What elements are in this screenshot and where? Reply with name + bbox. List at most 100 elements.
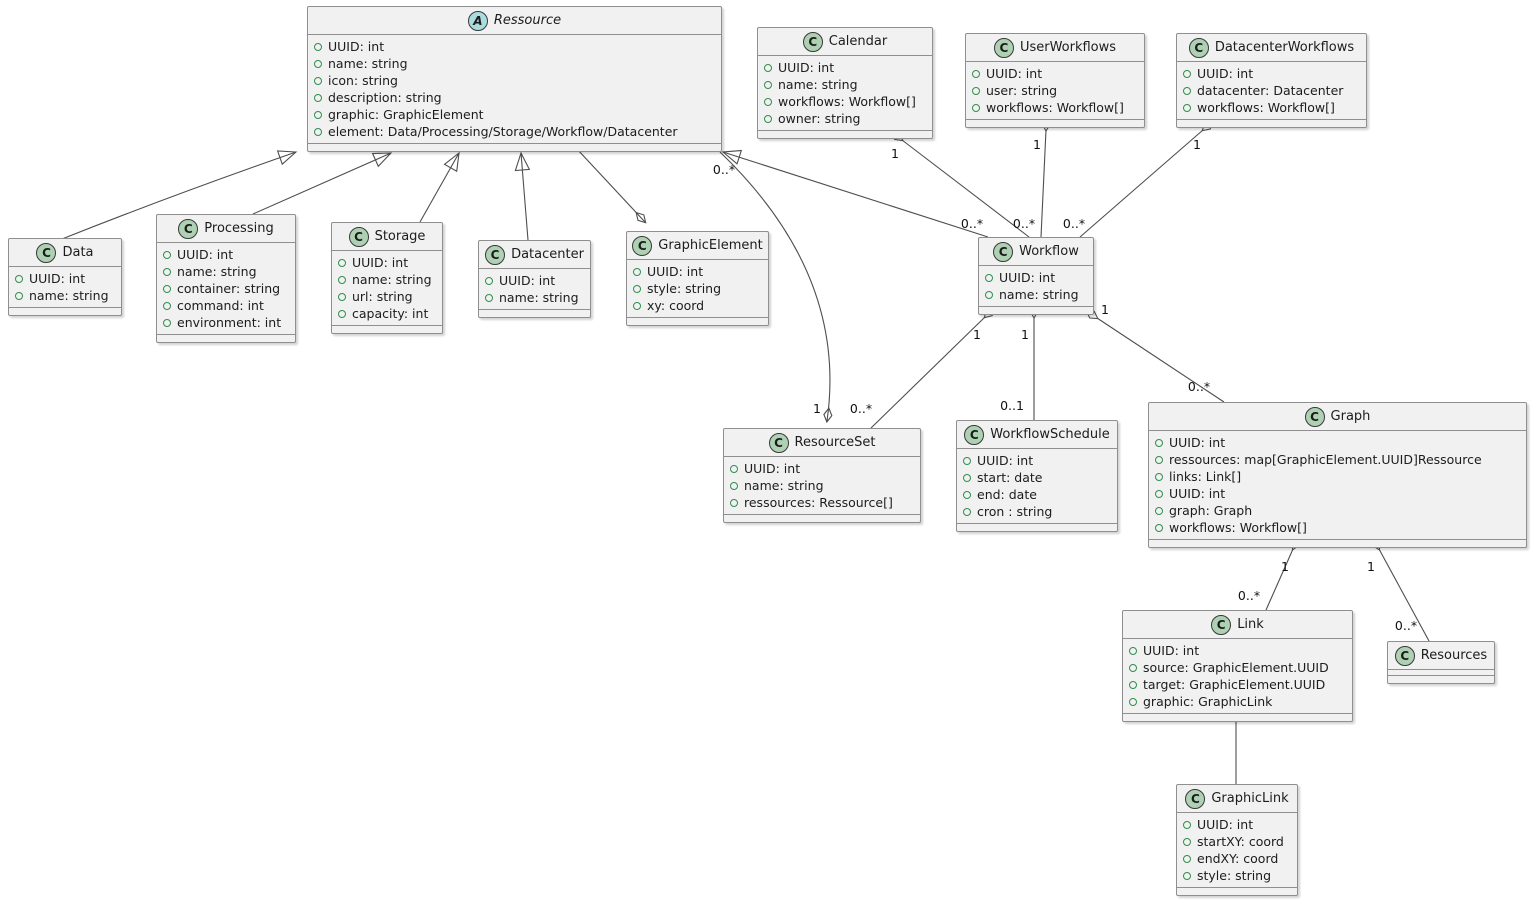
class-name: ResourceSet [794, 435, 876, 450]
class-icon: C [178, 218, 199, 239]
class-name: Graph [1330, 409, 1371, 424]
attribute-text: ressources: Ressource[] [744, 495, 893, 510]
attribute-row: datacenter: Datacenter [1177, 82, 1366, 99]
field-visibility-icon [163, 318, 171, 327]
attribute-text: url: string [352, 289, 413, 304]
methods-compartment [1388, 675, 1494, 683]
attribute-text: datacenter: Datacenter [1197, 83, 1344, 98]
class-icon: C [632, 235, 653, 256]
methods-compartment [479, 309, 590, 317]
class-name: Workflow [1019, 244, 1079, 259]
class-name: Link [1237, 617, 1264, 632]
field-visibility-icon [314, 42, 322, 51]
attribute-text: UUID: int [647, 264, 704, 279]
multiplicity-label: 0..* [713, 162, 735, 177]
attribute-text: endXY: coord [1197, 851, 1279, 866]
field-visibility-icon [985, 273, 993, 282]
field-visibility-icon [1155, 506, 1163, 515]
class-title: C Processing [157, 215, 295, 242]
field-visibility-icon [163, 267, 171, 276]
class-name: Resources [1420, 648, 1488, 663]
attribute-row: workflows: Workflow[] [1177, 99, 1366, 116]
attribute-text: graphic: GraphicLink [1143, 694, 1273, 709]
attribute-row: links: Link[] [1149, 468, 1526, 485]
field-visibility-icon [338, 275, 346, 284]
attribute-row: endXY: coord [1177, 850, 1297, 867]
field-visibility-icon [1155, 455, 1163, 464]
attribute-row: name: string [308, 55, 721, 72]
attribute-text: element: Data/Processing/Storage/Workflo… [328, 124, 678, 139]
attribute-text: owner: string [778, 111, 861, 126]
attribute-text: name: string [177, 264, 257, 279]
class-icon: C [768, 432, 789, 453]
attribute-text: name: string [352, 272, 432, 287]
attribute-row: workflows: Workflow[] [758, 93, 932, 110]
attribute-text: UUID: int [986, 66, 1043, 81]
attribute-row: user: string [966, 82, 1144, 99]
attribute-text: workflows: Workflow[] [1169, 520, 1307, 535]
multiplicity-label: 0..* [1013, 216, 1035, 231]
edge-storage-ressource [419, 151, 460, 223]
field-visibility-icon [1129, 680, 1137, 689]
multiplicity-label: 1 [1193, 137, 1201, 152]
attribute-row: command: int [157, 297, 295, 314]
methods-compartment [627, 317, 768, 325]
attribute-text: UUID: int [1197, 817, 1254, 832]
class-name: Data [62, 245, 94, 260]
attribute-row: graph: Graph [1149, 502, 1526, 519]
field-visibility-icon [764, 80, 772, 89]
field-visibility-icon [633, 284, 641, 293]
field-visibility-icon [1129, 663, 1137, 672]
field-visibility-icon [1129, 646, 1137, 655]
attribute-text: UUID: int [328, 39, 385, 54]
attribute-text: xy: coord [647, 298, 705, 313]
attribute-row: UUID: int [1123, 642, 1352, 659]
edge-workflow-ressource [721, 149, 989, 238]
field-visibility-icon [633, 301, 641, 310]
attribute-text: UUID: int [29, 271, 86, 286]
attribute-row: element: Data/Processing/Storage/Workflo… [308, 123, 721, 140]
attribute-text: UUID: int [177, 247, 234, 262]
attribute-text: UUID: int [744, 461, 801, 476]
attribute-row: start: date [957, 469, 1117, 486]
class-name: UserWorkflows [1019, 40, 1117, 55]
attributes-compartment [1388, 669, 1494, 675]
attribute-text: UUID: int [1169, 435, 1226, 450]
attribute-text: workflows: Workflow[] [986, 100, 1124, 115]
class-name: Processing [204, 221, 274, 236]
attribute-row: UUID: int [332, 254, 442, 271]
multiplicity-label: 1 [891, 146, 899, 161]
multiplicity-label: 0..* [1238, 588, 1260, 603]
edge-ressource-resourceset [719, 151, 830, 421]
attribute-row: capacity: int [332, 305, 442, 322]
attribute-text: graph: Graph [1169, 503, 1253, 518]
field-visibility-icon [1155, 438, 1163, 447]
multiplicity-label: 1 [1021, 327, 1029, 342]
multiplicity-label: 1 [1101, 302, 1109, 317]
field-visibility-icon [730, 498, 738, 507]
attribute-text: description: string [328, 90, 442, 105]
multiplicity-label: 1 [813, 401, 821, 416]
attribute-text: UUID: int [999, 270, 1056, 285]
class-icon: C [1185, 788, 1206, 809]
field-visibility-icon [963, 473, 971, 482]
multiplicity-label: 1 [973, 327, 981, 342]
